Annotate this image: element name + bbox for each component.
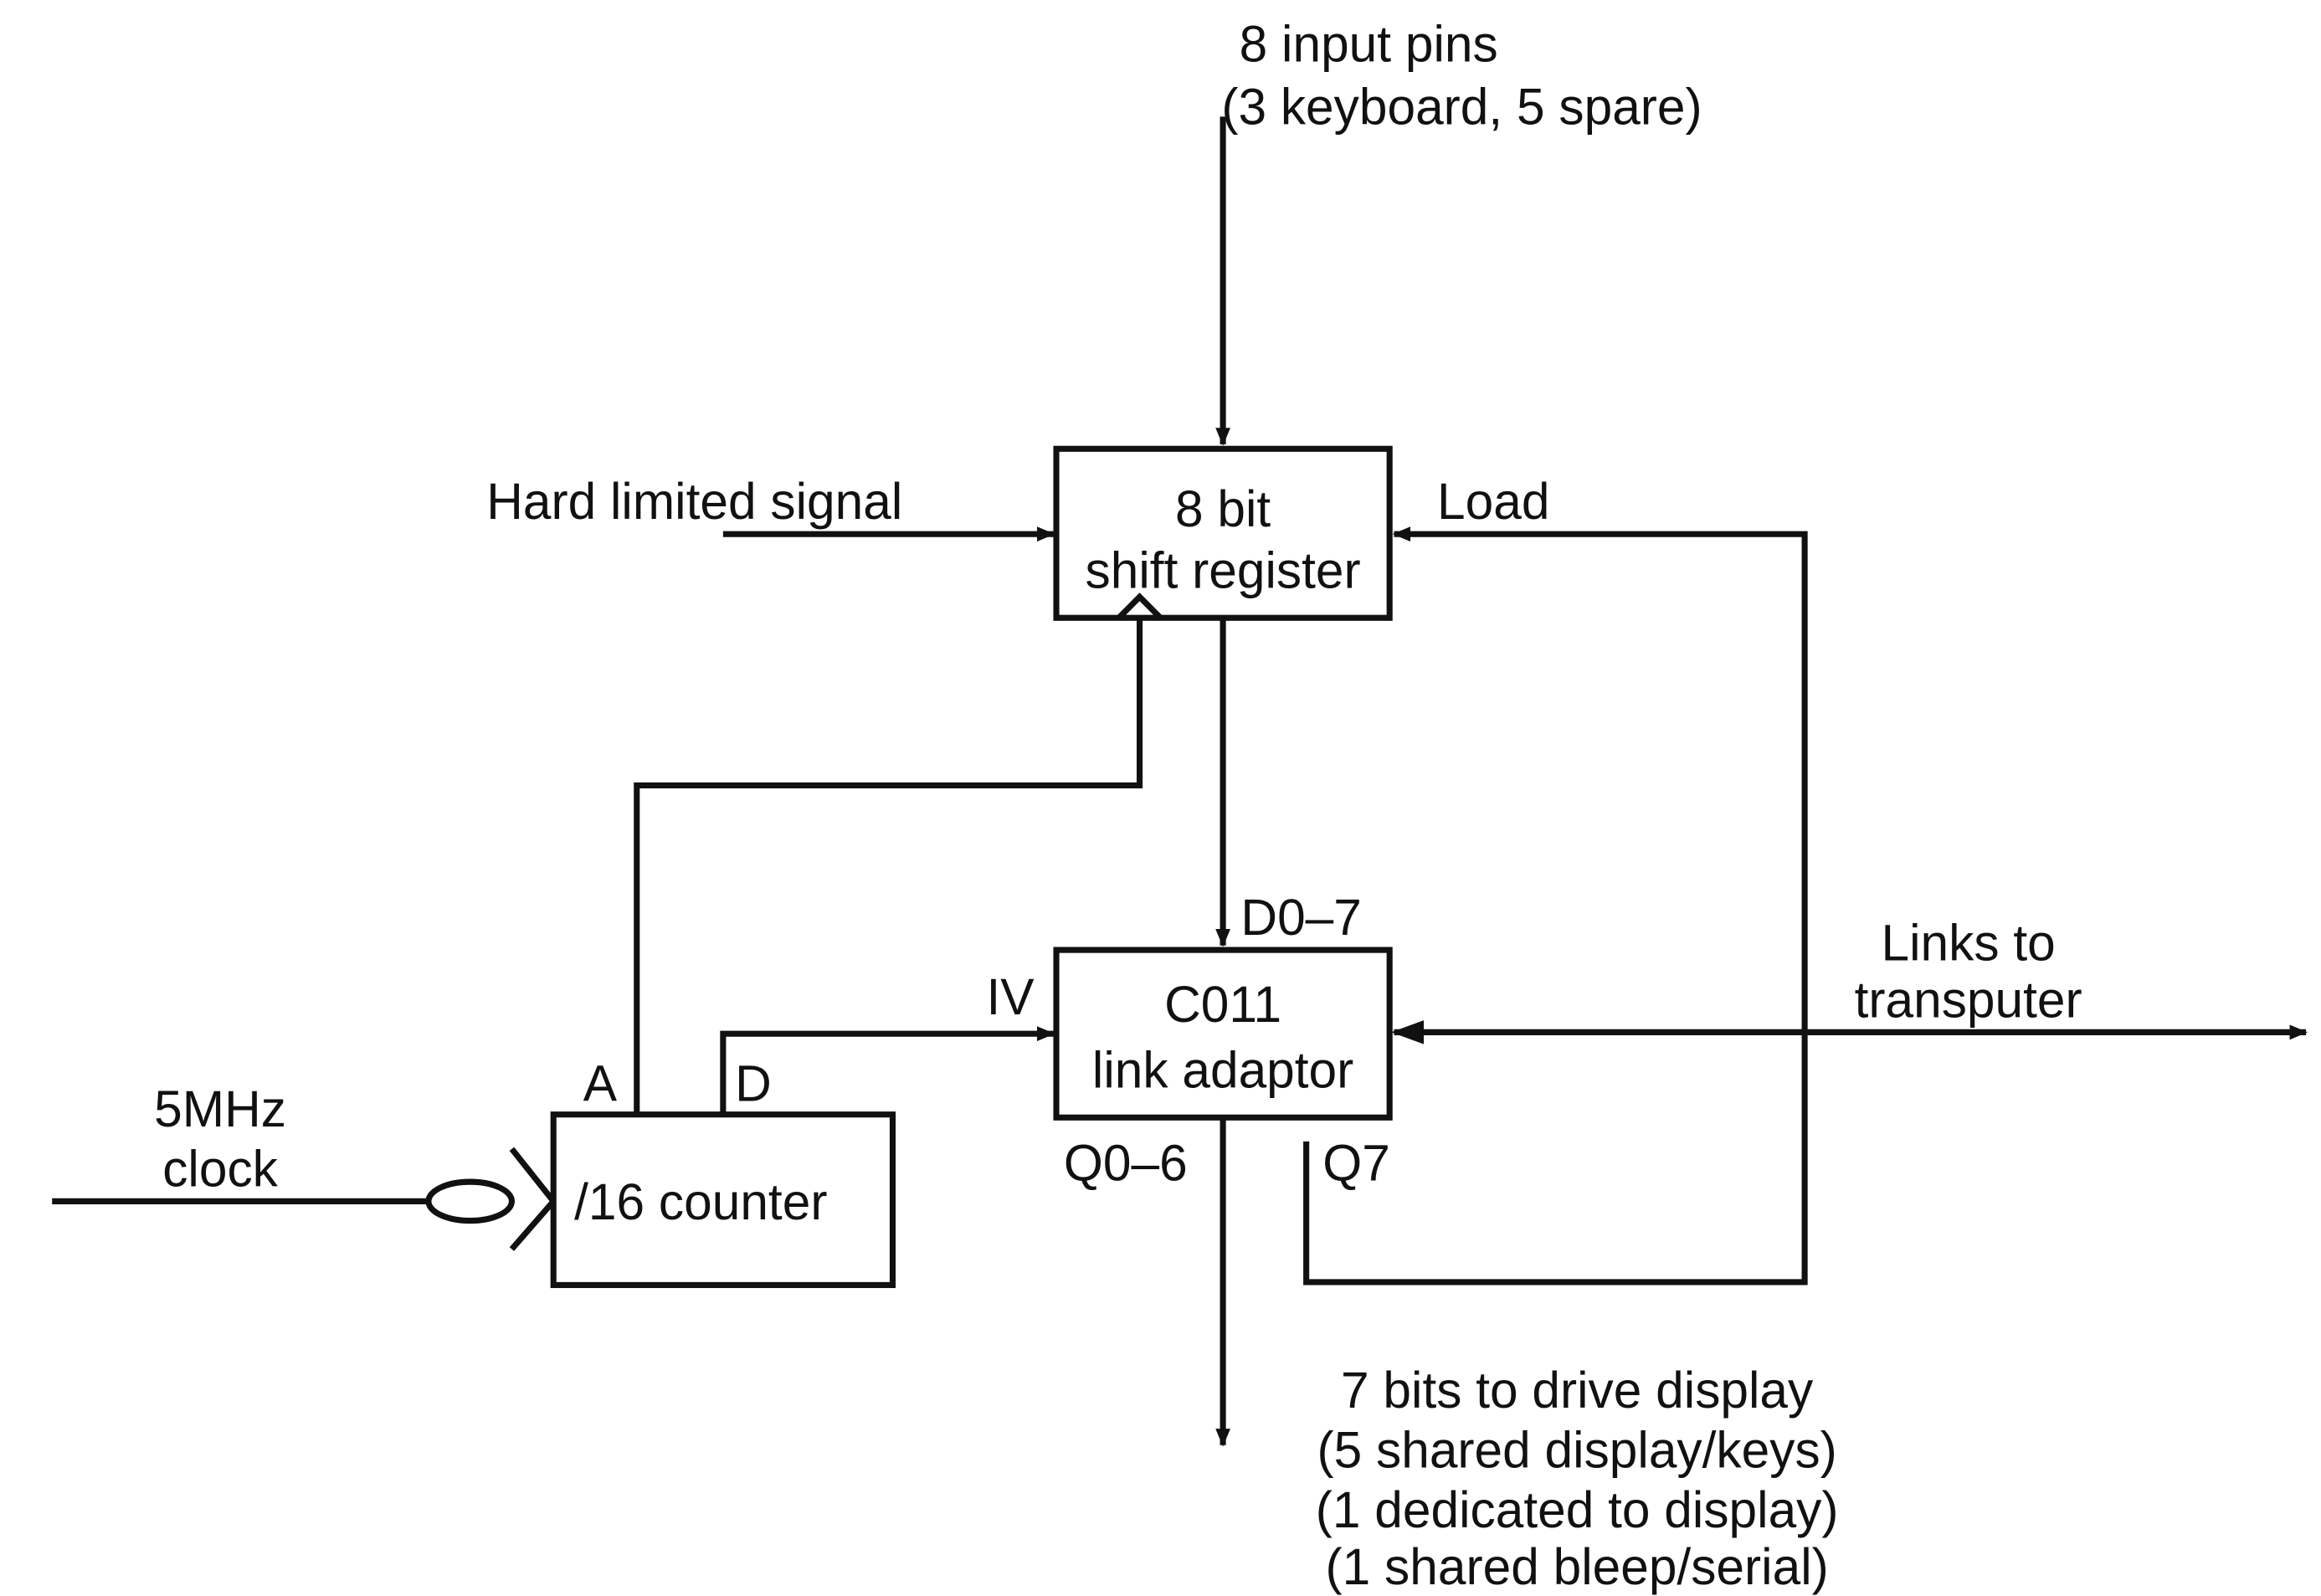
pin-iv-label: IV xyxy=(986,968,1035,1025)
clock-label-line2: clock xyxy=(162,1140,278,1197)
links-to-transputer-label-line2: transputer xyxy=(1855,971,2082,1028)
input-pins-label-line2: (3 keyboard, 5 spare) xyxy=(1221,78,1702,135)
pin-d07-label: D0–7 xyxy=(1240,889,1361,946)
clock-edge-chevron xyxy=(509,1147,557,1251)
hard-limited-signal-label: Hard limited signal xyxy=(486,473,902,530)
counter-label: /16 counter xyxy=(574,1173,827,1230)
link-adaptor-label-line2: link adaptor xyxy=(1092,1041,1353,1098)
counter-pin-d-label: D xyxy=(735,1055,772,1111)
pin-q7-label: Q7 xyxy=(1322,1134,1390,1191)
links-to-transputer-label-line1: Links to xyxy=(1882,914,2056,971)
counter-d-to-iv-wire xyxy=(720,1026,1055,1115)
display-bits-line3: (1 dedicated to display) xyxy=(1316,1481,1839,1538)
input-pins-label-line1: 8 input pins xyxy=(1240,15,1498,72)
link-adaptor-label-line1: C011 xyxy=(1164,976,1281,1033)
clock-label-line1: 5MHz xyxy=(154,1080,286,1137)
clock-inverter-bubble xyxy=(425,1178,516,1224)
shift-register-label-line1: 8 bit xyxy=(1175,480,1271,537)
link-adaptor-box xyxy=(1053,947,1393,1121)
display-bits-line1: 7 bits to drive display xyxy=(1341,1362,1814,1419)
links-left-arrowhead xyxy=(1390,1020,1425,1044)
counter-box xyxy=(550,1111,896,1289)
counter-a-to-clock-wire xyxy=(634,618,1143,1115)
shift-register-label-line2: shift register xyxy=(1086,541,1361,598)
shift-register-clock-triangle xyxy=(1117,593,1163,620)
counter-pin-a-label: A xyxy=(583,1055,618,1111)
load-feedback-wire xyxy=(1303,526,1808,1286)
load-label: Load xyxy=(1437,473,1549,530)
display-bits-line4: (1 shared bleep/serial) xyxy=(1326,1538,1829,1595)
display-bits-line2: (5 shared display/keys) xyxy=(1317,1421,1837,1478)
pin-q06-label: Q0–6 xyxy=(1064,1134,1188,1191)
shift-register-box xyxy=(1053,445,1393,621)
